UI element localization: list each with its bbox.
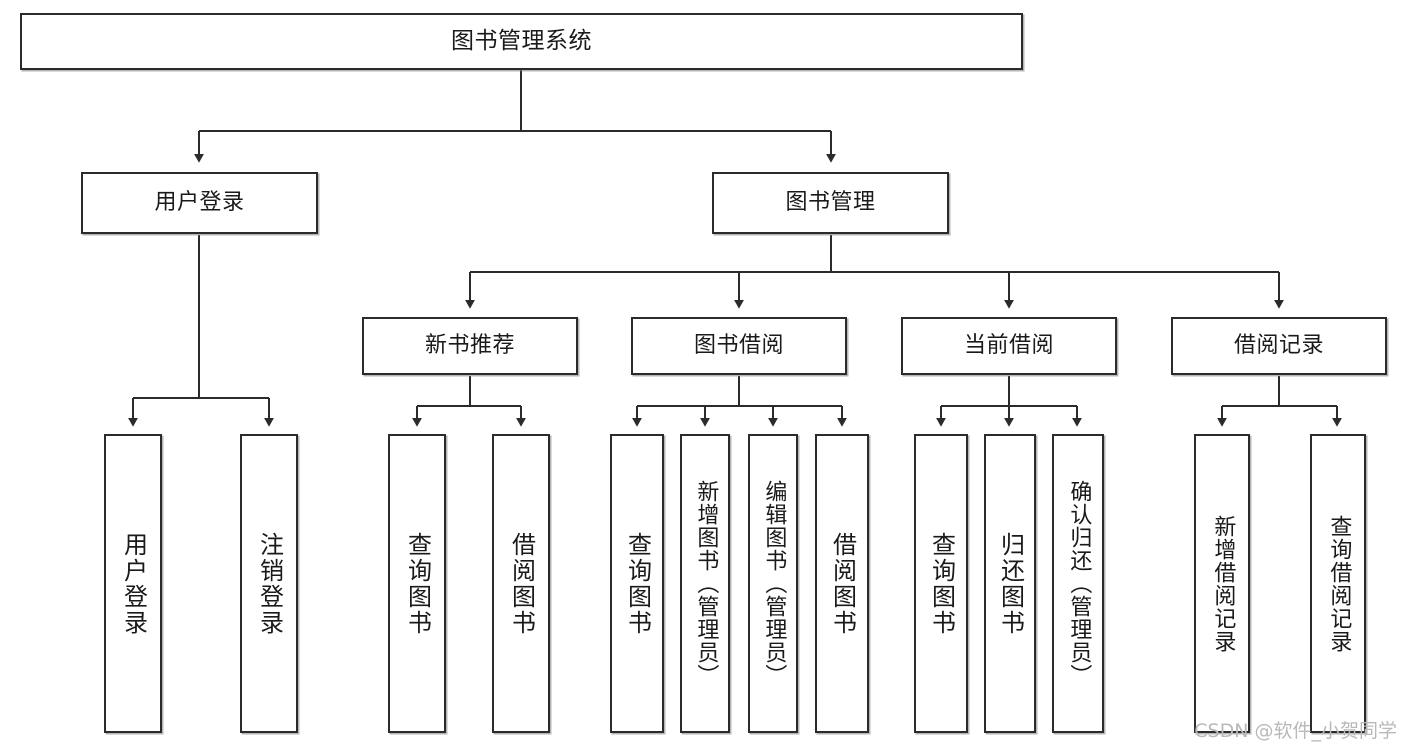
leaf-confirm-return-admin[interactable]: 确认归还（管理员） — [1052, 434, 1104, 733]
node-label: 新增图书（管理员） — [693, 480, 719, 687]
leaf-query-book-borrow[interactable]: 查询图书 — [610, 434, 664, 733]
leaf-query-borrow-record[interactable]: 查询借阅记录 — [1310, 434, 1366, 733]
node-label: 查询图书 — [927, 531, 956, 636]
node-root[interactable]: 图书管理系统 — [20, 13, 1023, 70]
csdn-watermark: CSDN @软件_小贺同学 — [1194, 720, 1397, 742]
node-new-book-recommend[interactable]: 新书推荐 — [362, 317, 578, 375]
node-label: 借阅图书 — [828, 531, 857, 636]
node-label: 查询借阅记录 — [1326, 514, 1352, 653]
node-book-management-group[interactable]: 图书管理 — [712, 172, 949, 234]
node-label: 注销登录 — [255, 531, 284, 636]
node-label: 用户登录 — [119, 531, 148, 636]
leaf-user-login[interactable]: 用户登录 — [104, 434, 162, 733]
leaf-borrow-book[interactable]: 借阅图书 — [815, 434, 869, 733]
node-label: 新增借阅记录 — [1210, 514, 1236, 653]
leaf-user-logout[interactable]: 注销登录 — [240, 434, 298, 733]
node-label: 查询图书 — [623, 531, 652, 636]
leaf-add-book-admin[interactable]: 新增图书（管理员） — [680, 434, 730, 733]
node-label: 当前借阅 — [963, 333, 1054, 359]
leaf-return-book[interactable]: 归还图书 — [984, 434, 1036, 733]
node-label: 确认归还（管理员） — [1066, 480, 1092, 687]
node-label: 新书推荐 — [424, 333, 515, 359]
node-label: 图书借阅 — [693, 333, 784, 359]
leaf-query-book-recommend[interactable]: 查询图书 — [388, 434, 446, 733]
node-label: 编辑图书（管理员） — [761, 480, 787, 687]
leaf-add-borrow-record[interactable]: 新增借阅记录 — [1194, 434, 1250, 733]
node-book-borrow[interactable]: 图书借阅 — [631, 317, 847, 375]
node-user-login-group[interactable]: 用户登录 — [81, 172, 318, 234]
node-current-borrow[interactable]: 当前借阅 — [901, 317, 1117, 375]
node-label: 图书管理 — [785, 190, 876, 216]
leaf-query-book-current[interactable]: 查询图书 — [914, 434, 968, 733]
node-borrow-records[interactable]: 借阅记录 — [1171, 317, 1387, 375]
node-label: 借阅记录 — [1233, 333, 1324, 359]
node-label: 借阅图书 — [507, 531, 536, 636]
leaf-edit-book-admin[interactable]: 编辑图书（管理员） — [748, 434, 798, 733]
node-label: 查询图书 — [403, 531, 432, 636]
node-label: 归还图书 — [996, 531, 1025, 636]
node-label: 用户登录 — [154, 190, 245, 216]
node-label: 图书管理系统 — [451, 28, 592, 55]
leaf-borrow-book-recommend[interactable]: 借阅图书 — [492, 434, 550, 733]
